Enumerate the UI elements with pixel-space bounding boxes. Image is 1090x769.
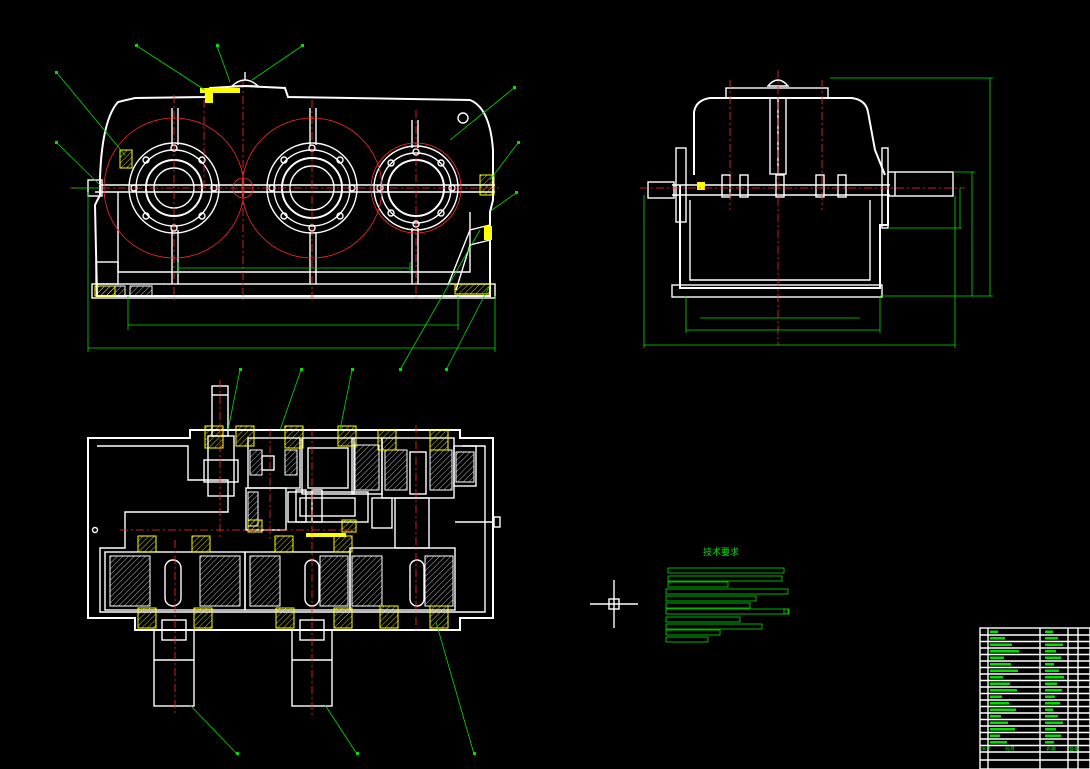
title-block-entry <box>1045 728 1056 731</box>
title-block-entry <box>1045 708 1053 711</box>
title-block-entry <box>1045 637 1058 640</box>
title-block-entry <box>990 656 1004 659</box>
title-block-entry <box>1045 682 1057 685</box>
title-block-entry <box>1045 630 1053 633</box>
title-block-entry <box>1045 650 1056 653</box>
oil-dipstick <box>447 224 492 291</box>
technical-notes: 技术要求 <box>665 546 790 643</box>
title-block-entry <box>1045 669 1059 672</box>
title-block-entry <box>1045 656 1061 659</box>
title-block-entry <box>990 734 1000 737</box>
title-block-entry <box>990 669 1018 672</box>
title-block-entry <box>1045 721 1063 724</box>
title-block-entry <box>1045 695 1055 698</box>
cad-crosshair-cursor <box>590 580 638 628</box>
vent-plug <box>200 72 260 103</box>
title-block-entry <box>1045 676 1064 679</box>
output-shafts <box>153 619 333 707</box>
title-block-entry <box>990 715 1001 718</box>
title-block-entry <box>1045 643 1063 646</box>
title-block-entry <box>990 630 998 633</box>
title-block-entry <box>990 728 1015 731</box>
title-block-entry <box>990 643 1012 646</box>
title-block-entry <box>990 708 1016 711</box>
title-block-entry <box>1045 734 1061 737</box>
title-block-entry <box>990 695 1002 698</box>
plan-view-leaders <box>189 369 475 755</box>
title-block-entry <box>990 637 1005 640</box>
gear-stage-3 <box>104 497 456 611</box>
title-block-col-code: 代号 <box>1005 746 1015 753</box>
title-block-entry <box>990 741 1007 744</box>
plan-view <box>87 368 501 755</box>
title-block-entry <box>1045 715 1058 718</box>
title-block-entry <box>990 663 1011 666</box>
front-view <box>55 44 520 371</box>
title-block-col-qty: 数量 <box>1069 746 1079 753</box>
title-block-col-name: 名称 <box>1046 746 1056 753</box>
title-block-entry <box>990 676 1003 679</box>
title-block-col-index: 序号 <box>981 746 991 753</box>
plan-view-bearings <box>137 425 449 629</box>
title-block-entry <box>1045 689 1062 692</box>
notes-title: 技术要求 <box>703 546 739 558</box>
title-block-entry <box>990 650 1019 653</box>
title-block-entry <box>1045 702 1060 705</box>
title-block-entry <box>990 702 1009 705</box>
title-block-entry <box>990 682 1010 685</box>
title-block-entry <box>990 689 1017 692</box>
front-view-leaders <box>56 45 519 371</box>
title-block-entry <box>1045 741 1054 744</box>
side-view <box>640 70 993 348</box>
title-block-entry <box>1045 663 1054 666</box>
title-block: 序号 代号 名称 数量 <box>979 627 1090 769</box>
title-block-entry <box>990 721 1008 724</box>
